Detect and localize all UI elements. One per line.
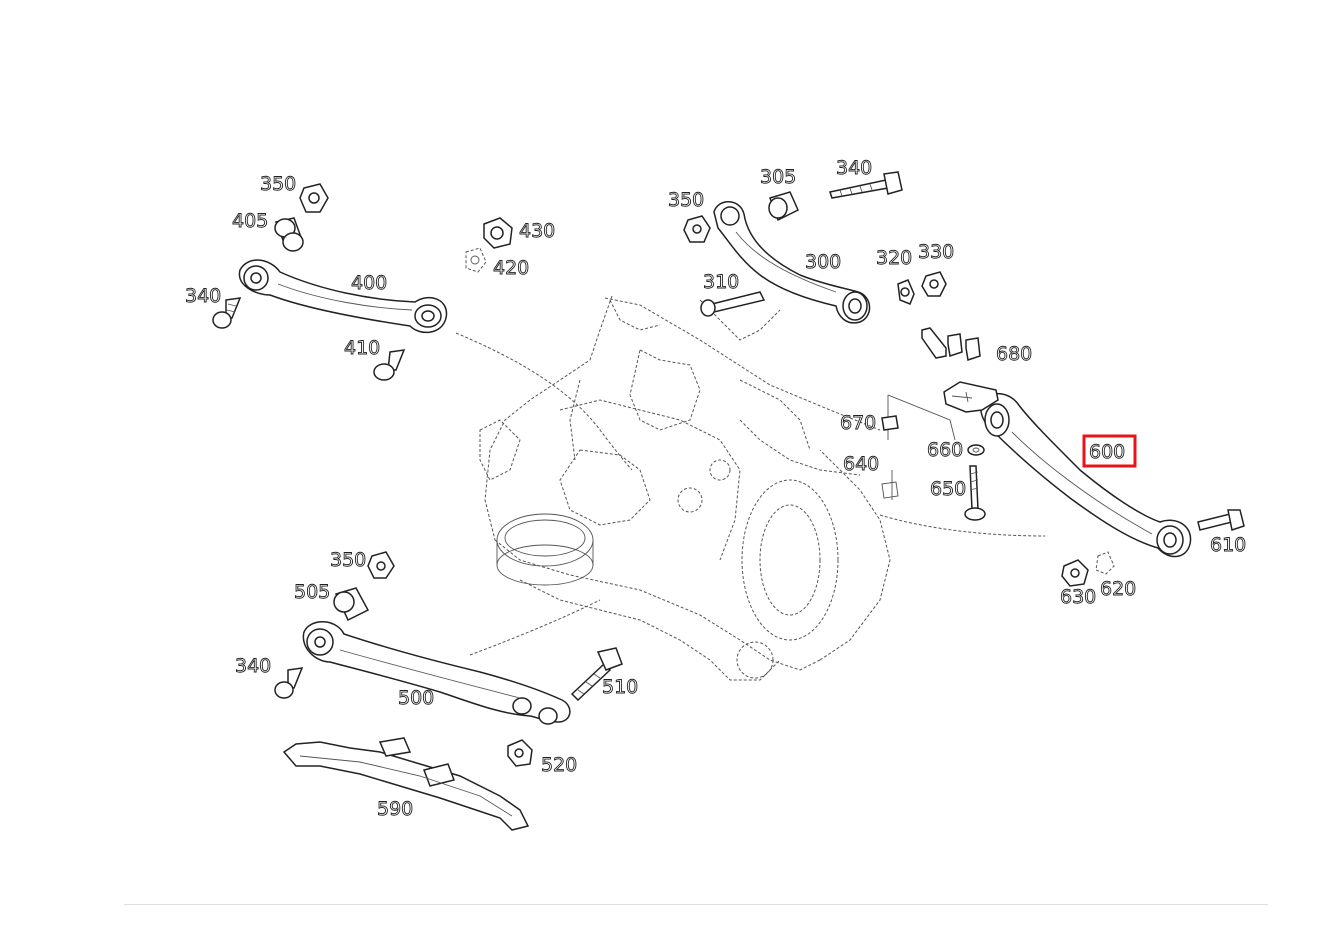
nut-430 xyxy=(483,217,513,249)
bolt-410 xyxy=(373,349,406,381)
label-405[interactable]: 405 xyxy=(232,210,269,233)
bolt-340-upper-left xyxy=(212,297,242,329)
control-arm-600 xyxy=(943,381,1192,558)
nut-350-upper-middle xyxy=(683,215,711,243)
control-arm-400 xyxy=(238,259,448,334)
nut-350-upper-left xyxy=(299,183,329,213)
label-320[interactable]: 320 xyxy=(876,247,913,270)
nut-330 xyxy=(921,271,947,297)
axle-carrier-outline xyxy=(479,295,891,681)
part-labels: 350 405 340 400 410 430 420 350 305 340 … xyxy=(185,157,1247,821)
label-680[interactable]: 680 xyxy=(996,343,1033,366)
bushing-305 xyxy=(768,191,799,222)
label-340[interactable]: 340 xyxy=(185,285,222,308)
eccentric-washer-320 xyxy=(897,279,915,305)
washer-420 xyxy=(465,247,487,273)
bushing-505 xyxy=(333,587,370,622)
bolt-340-lower-left xyxy=(274,667,304,699)
label-350[interactable]: 350 xyxy=(260,173,297,196)
nut-630 xyxy=(1061,559,1089,587)
label-660[interactable]: 660 xyxy=(927,439,964,462)
bolt-510 xyxy=(570,647,623,702)
label-650[interactable]: 650 xyxy=(930,478,967,501)
label-400[interactable]: 400 xyxy=(351,272,388,295)
bracket-680 xyxy=(921,327,981,361)
label-310[interactable]: 310 xyxy=(703,271,740,294)
label-505[interactable]: 505 xyxy=(294,581,331,604)
label-670[interactable]: 670 xyxy=(840,412,877,435)
label-410[interactable]: 410 xyxy=(344,337,381,360)
bolt-310 xyxy=(700,291,766,317)
nut-350-lower-left xyxy=(367,551,395,579)
label-430[interactable]: 430 xyxy=(519,220,556,243)
washer-660 xyxy=(967,444,985,456)
bolt-650 xyxy=(964,465,986,521)
label-340[interactable]: 340 xyxy=(235,655,272,678)
label-330[interactable]: 330 xyxy=(918,241,955,264)
highlight-box-600 xyxy=(1082,434,1137,468)
bolt-340-upper-middle xyxy=(829,171,903,199)
control-arm-500 xyxy=(302,621,571,725)
label-340[interactable]: 340 xyxy=(836,157,873,180)
label-520[interactable]: 520 xyxy=(541,754,578,777)
nut-520 xyxy=(507,739,533,767)
label-300[interactable]: 300 xyxy=(805,251,842,274)
leader-lines xyxy=(455,332,1046,656)
label-420[interactable]: 420 xyxy=(493,257,530,280)
label-630[interactable]: 630 xyxy=(1060,586,1097,609)
clip-670 xyxy=(881,415,899,431)
bushing-405 xyxy=(274,217,304,252)
label-600[interactable]: 600 xyxy=(1089,441,1126,464)
label-610[interactable]: 610 xyxy=(1210,534,1247,557)
footer-divider xyxy=(124,904,1268,905)
clip-640 xyxy=(881,481,899,499)
label-640[interactable]: 640 xyxy=(843,453,880,476)
label-510[interactable]: 510 xyxy=(602,676,639,699)
bolt-610 xyxy=(1197,509,1245,531)
control-arm-300 xyxy=(713,201,871,324)
label-500[interactable]: 500 xyxy=(398,687,435,710)
label-350[interactable]: 350 xyxy=(330,549,367,572)
label-350[interactable]: 350 xyxy=(668,189,705,212)
label-305[interactable]: 305 xyxy=(760,166,797,189)
cover-590 xyxy=(282,737,530,831)
label-590[interactable]: 590 xyxy=(377,798,414,821)
label-620[interactable]: 620 xyxy=(1100,578,1137,601)
washer-620 xyxy=(1095,551,1115,575)
